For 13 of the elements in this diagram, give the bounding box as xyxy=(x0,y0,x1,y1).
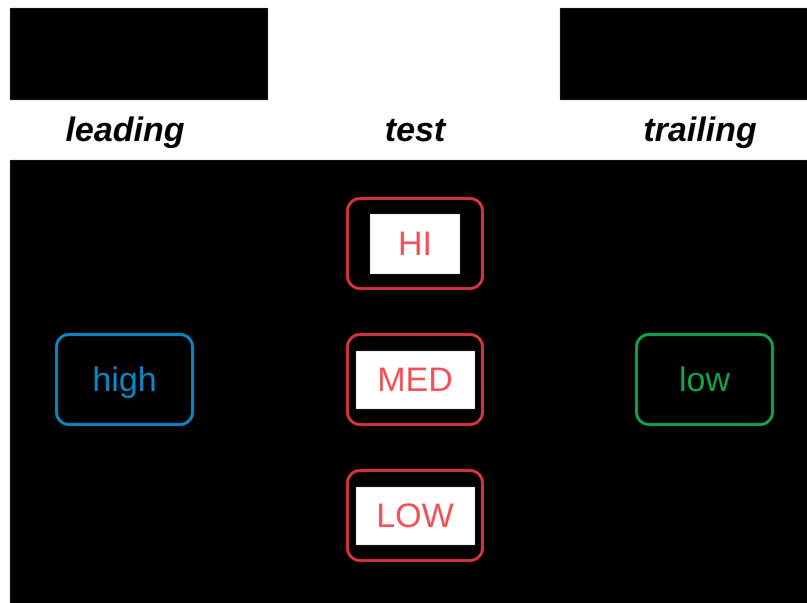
rounded-box xyxy=(55,333,194,426)
column-heading: leading xyxy=(64,110,186,151)
column-heading: test xyxy=(384,110,448,151)
column-heading: trailing xyxy=(642,110,758,151)
rounded-box xyxy=(346,197,484,290)
level-label: HI xyxy=(370,214,460,274)
rounded-box xyxy=(346,469,484,562)
level-label: high xyxy=(92,362,157,396)
level-label: MED xyxy=(356,350,474,408)
level-label: LOW xyxy=(356,486,474,544)
rounded-box xyxy=(635,333,774,426)
rounded-box xyxy=(346,333,484,426)
level-label: low xyxy=(678,362,730,396)
